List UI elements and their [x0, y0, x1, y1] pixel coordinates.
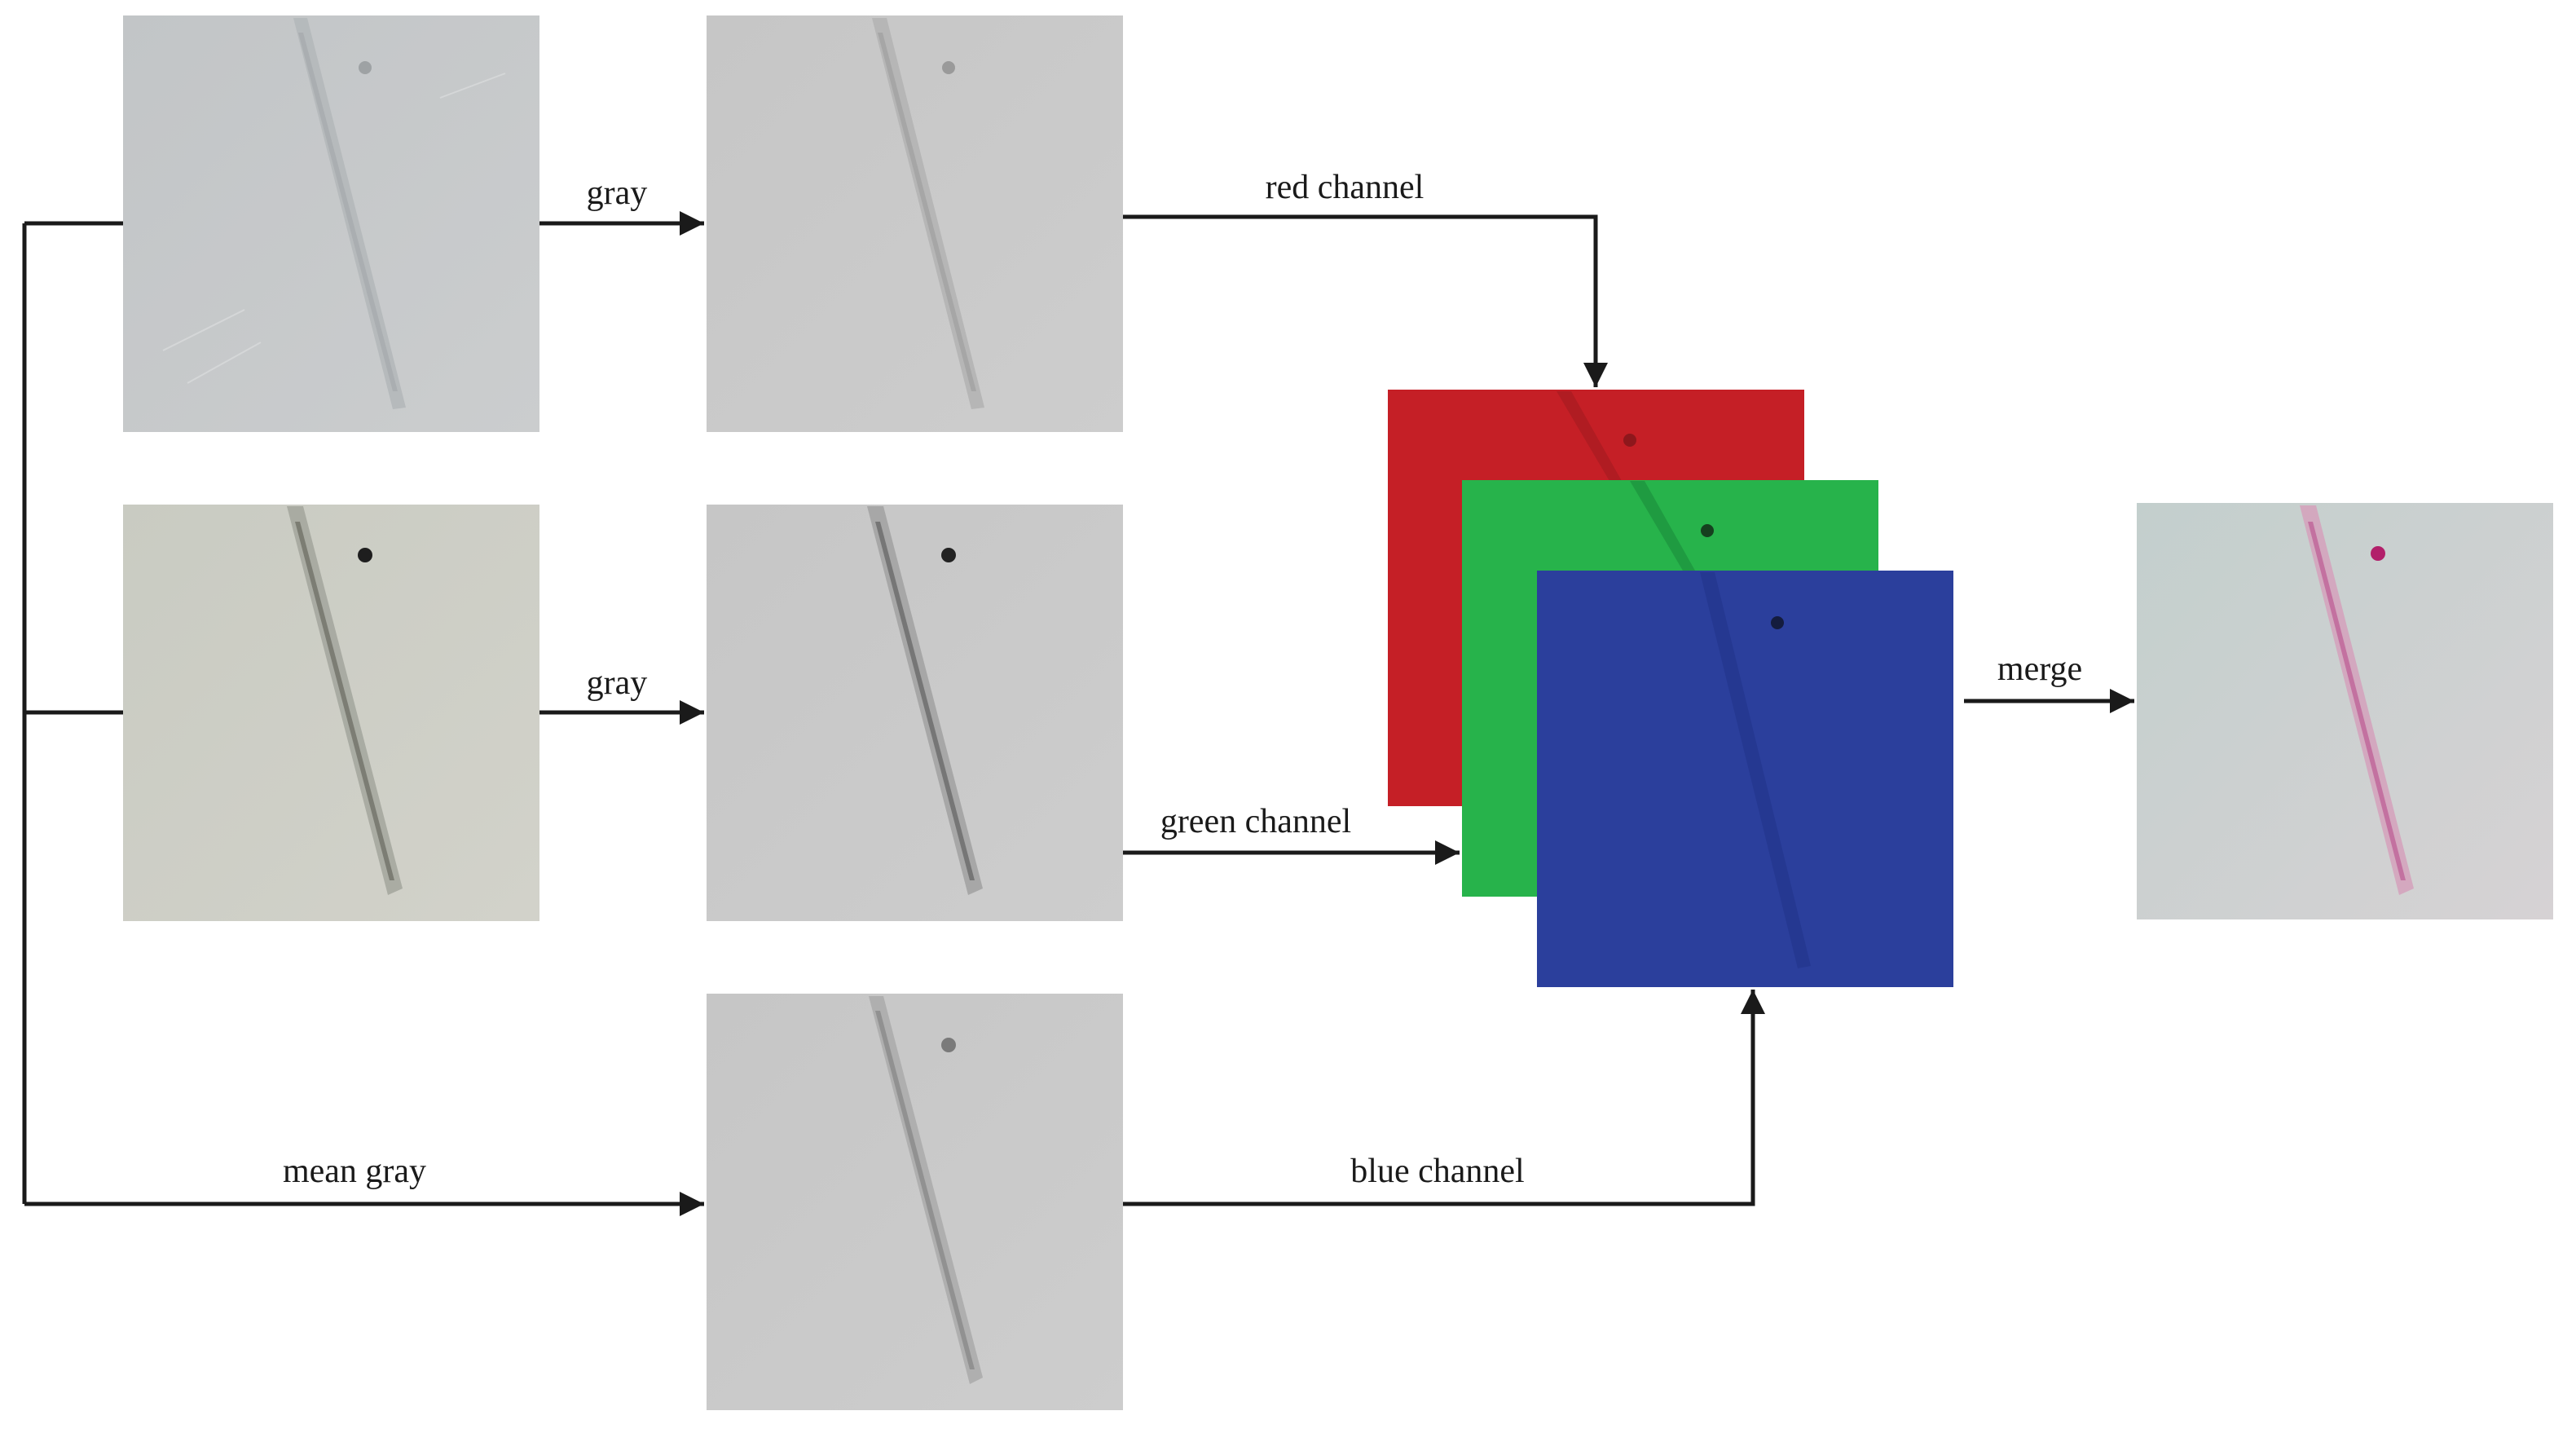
label-gray-top: gray	[587, 174, 648, 212]
arrow-red-channel	[1123, 214, 1608, 387]
label-blue-channel: blue channel	[1350, 1153, 1524, 1190]
label-red-channel: red channel	[1266, 169, 1425, 206]
label-green-channel: green channel	[1160, 803, 1351, 840]
input-image-top	[123, 15, 539, 432]
label-mean-gray: mean gray	[283, 1153, 426, 1190]
arrow-blue-channel	[1123, 990, 1765, 1206]
gray-image-top	[707, 15, 1123, 432]
gray-image-middle	[707, 505, 1123, 921]
label-gray-middle: gray	[587, 664, 648, 702]
label-merge: merge	[1997, 650, 2082, 688]
merged-image	[2137, 503, 2553, 919]
input-image-middle	[123, 505, 539, 921]
blue-channel-image	[1537, 571, 1953, 987]
mean-gray-image	[707, 994, 1123, 1410]
